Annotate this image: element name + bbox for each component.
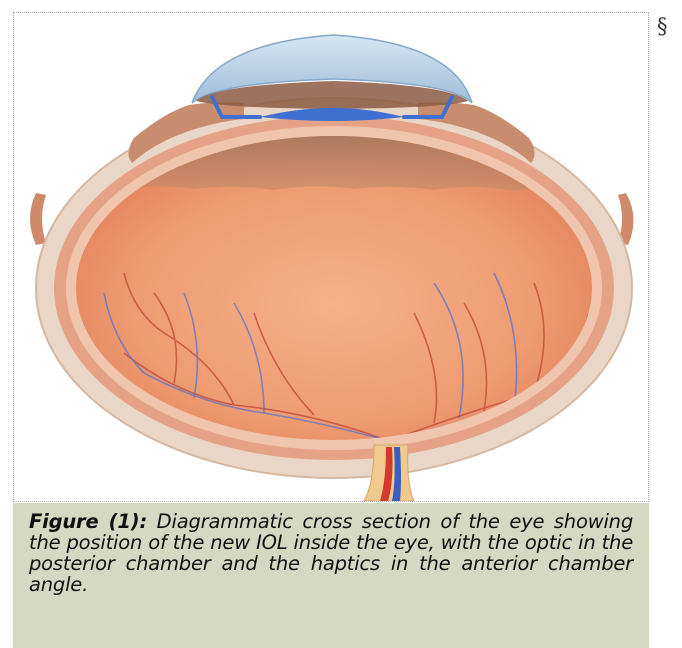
caption-label: Figure (1): [29, 510, 147, 533]
figure-caption-box: Figure (1): Diagrammatic cross section o… [13, 503, 649, 648]
figure-caption: Figure (1): Diagrammatic cross section o… [29, 511, 633, 595]
eye-cross-section-illustration [14, 13, 648, 501]
figure-image-frame [13, 12, 649, 502]
left-muscle [30, 193, 46, 245]
section-mark: § [657, 14, 668, 38]
